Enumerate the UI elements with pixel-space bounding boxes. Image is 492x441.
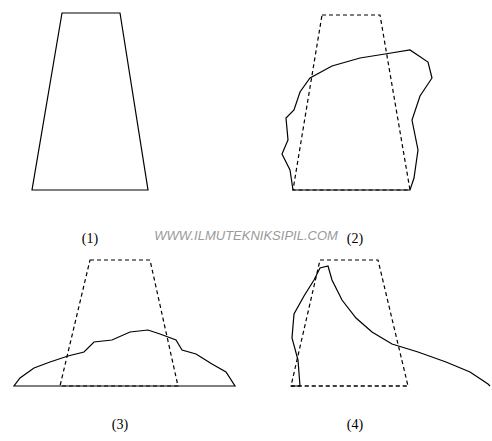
shear-slump bbox=[291, 266, 490, 386]
true-slump bbox=[282, 50, 432, 190]
collapse-slump bbox=[14, 330, 235, 386]
cone-outline bbox=[60, 260, 178, 386]
slump-cone bbox=[32, 13, 148, 190]
figure-number: (4) bbox=[347, 418, 363, 432]
figure-number: (1) bbox=[82, 232, 98, 246]
base-line bbox=[291, 385, 410, 386]
watermark: WWW.ILMUTEKNIKSIPIL.COM bbox=[152, 229, 340, 242]
figure-number: (3) bbox=[112, 418, 128, 432]
figure-number: (2) bbox=[347, 232, 363, 246]
cone-outline bbox=[293, 15, 410, 190]
cone-outline bbox=[291, 260, 408, 386]
